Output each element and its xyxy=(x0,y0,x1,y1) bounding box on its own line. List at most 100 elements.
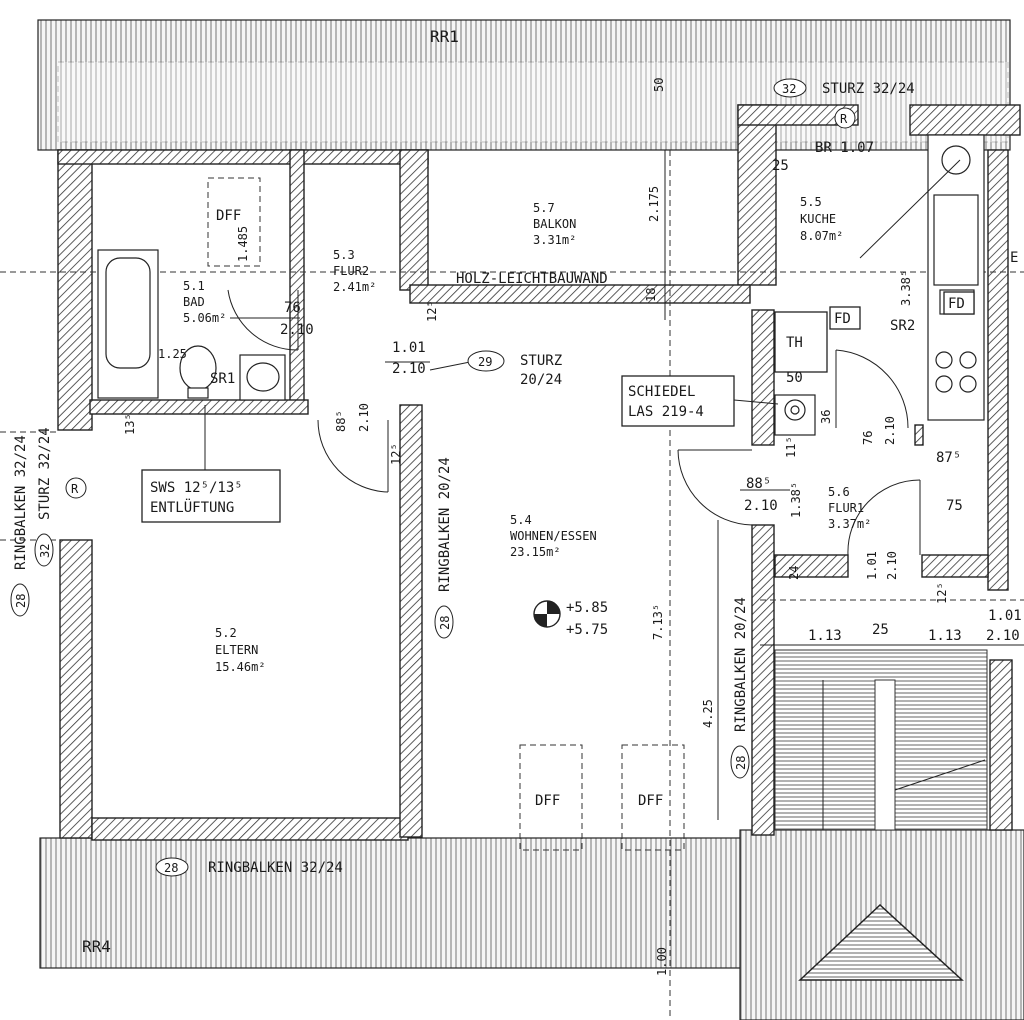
room-kueche: 5.5 KUCHE 8.07m² xyxy=(800,195,843,243)
ringbalken-bottom-tag: 28 RINGBALKEN 32/24 xyxy=(155,857,343,877)
svg-text:2.10: 2.10 xyxy=(357,403,371,432)
room-name: FLUR2 xyxy=(333,264,369,278)
washbasin xyxy=(239,354,286,401)
rr4-label: RR4 xyxy=(82,937,111,956)
svg-text:76: 76 xyxy=(861,431,875,445)
room-name: BALKON xyxy=(533,217,576,231)
skylight-label: DFF xyxy=(216,208,241,224)
svg-text:1.01: 1.01 xyxy=(988,608,1022,624)
svg-text:50: 50 xyxy=(786,370,803,386)
svg-text:88⁵: 88⁵ xyxy=(746,476,771,492)
svg-text:2.10: 2.10 xyxy=(744,498,778,514)
svg-text:SCHIEDEL: SCHIEDEL xyxy=(628,384,695,400)
svg-text:2.10: 2.10 xyxy=(280,322,314,338)
tag-text-2: 20/24 xyxy=(520,372,562,388)
kitchen-counter xyxy=(927,134,985,421)
room-wohnen: 5.4 WOHNEN/ESSEN 23.15m² xyxy=(510,513,597,559)
chimney xyxy=(774,394,816,436)
svg-text:76: 76 xyxy=(284,300,301,316)
svg-text:32: 32 xyxy=(38,544,52,558)
room-flur1: 5.6 FLUR1 3.37m² xyxy=(828,485,871,531)
stairs xyxy=(774,649,988,831)
sturz-mid-tag: 29 STURZ 20/24 xyxy=(467,350,562,388)
svg-text:R: R xyxy=(840,112,848,126)
svg-text:SWS 12⁵/13⁵: SWS 12⁵/13⁵ xyxy=(150,480,243,496)
ringbalken-right-tag: 28 RINGBALKEN 20/24 xyxy=(730,597,750,779)
th-marker: TH xyxy=(774,311,828,373)
skylight-label: DFF xyxy=(535,793,560,809)
cut-label: E xyxy=(1010,250,1018,266)
room-name: WOHNEN/ESSEN xyxy=(510,529,597,543)
roof-vent-triangle xyxy=(798,903,964,981)
br-label: BR 1.07 xyxy=(815,140,874,156)
dimension-text: 50 2.175 1.485 76 2.10 1.25 1.01 2.10 88… xyxy=(123,78,1022,976)
svg-text:RINGBALKEN 20/24: RINGBALKEN 20/24 xyxy=(437,457,453,592)
sr1-label: SR1 xyxy=(210,371,235,387)
svg-text:TH: TH xyxy=(786,335,803,351)
svg-text:FD: FD xyxy=(834,311,851,327)
svg-text:RINGBALKEN 32/24: RINGBALKEN 32/24 xyxy=(208,860,343,876)
svg-text:+5.85: +5.85 xyxy=(566,600,608,616)
room-number: 5.1 xyxy=(183,279,205,293)
room-number: 5.2 xyxy=(215,626,237,640)
room-name: ELTERN xyxy=(215,643,258,657)
svg-text:28: 28 xyxy=(14,594,28,608)
room-area: 3.37m² xyxy=(828,517,871,531)
svg-text:12⁵: 12⁵ xyxy=(425,300,439,322)
room-area: 5.06m² xyxy=(183,311,226,325)
fd-marker: FD xyxy=(829,306,861,330)
svg-text:1.13: 1.13 xyxy=(928,628,962,644)
room-number: 5.5 xyxy=(800,195,822,209)
svg-text:25: 25 xyxy=(772,158,789,174)
svg-text:RINGBALKEN 20/24: RINGBALKEN 20/24 xyxy=(733,597,749,732)
svg-text:1.00: 1.00 xyxy=(655,947,669,976)
skylight-label: DFF xyxy=(638,793,663,809)
room-eltern: 5.2 ELTERN 15.46m² xyxy=(215,626,266,674)
toilet xyxy=(179,345,217,399)
ringbalken-mid-tag: 28 RINGBALKEN 20/24 xyxy=(434,457,454,639)
svg-text:28: 28 xyxy=(164,861,178,875)
svg-text:12⁵: 12⁵ xyxy=(389,443,403,465)
svg-text:STURZ 32/24: STURZ 32/24 xyxy=(37,427,53,520)
tag-text: STURZ 32/24 xyxy=(822,81,915,97)
svg-text:7.13⁵: 7.13⁵ xyxy=(651,604,665,640)
sr2-label: SR2 xyxy=(890,318,915,334)
svg-text:2.10: 2.10 xyxy=(883,416,897,445)
svg-text:R: R xyxy=(71,482,79,496)
svg-text:87⁵: 87⁵ xyxy=(936,450,961,466)
ringbalken-left-tag: 28 RINGBALKEN 32/24 xyxy=(10,435,30,617)
room-name: BAD xyxy=(183,295,205,309)
holz-leichtbauwand-label: HOLZ-LEICHTBAUWAND xyxy=(456,271,608,287)
axis-lines xyxy=(0,150,1024,1020)
svg-text:88⁵: 88⁵ xyxy=(334,410,348,432)
svg-text:1.38⁵: 1.38⁵ xyxy=(789,482,803,518)
svg-text:ENTLÜFTUNG: ENTLÜFTUNG xyxy=(150,498,234,516)
svg-text:FD: FD xyxy=(948,296,965,312)
room-area: 23.15m² xyxy=(510,545,561,559)
r-marker-left: R xyxy=(65,477,87,499)
svg-text:2.10: 2.10 xyxy=(885,551,899,580)
schiedel-box: SCHIEDEL LAS 219-4 xyxy=(621,375,735,427)
svg-text:13⁵: 13⁵ xyxy=(123,413,137,435)
svg-text:18: 18 xyxy=(644,288,658,302)
sturz-left-tag: 32 STURZ 32/24 xyxy=(34,427,54,567)
svg-text:2.10: 2.10 xyxy=(986,628,1020,644)
svg-text:28: 28 xyxy=(438,616,452,630)
svg-text:24: 24 xyxy=(787,566,801,580)
rr1-label: RR1 xyxy=(430,27,459,46)
room-area: 2.41m² xyxy=(333,280,376,294)
skylights xyxy=(207,177,685,851)
svg-text:3.38⁵: 3.38⁵ xyxy=(899,270,913,306)
sturz-top-tag: 32 STURZ 32/24 xyxy=(773,78,915,98)
room-number: 5.4 xyxy=(510,513,532,527)
svg-text:11⁵: 11⁵ xyxy=(784,436,798,458)
room-bad: 5.1 BAD 5.06m² xyxy=(183,279,226,325)
tag-number: 29 xyxy=(478,355,492,369)
svg-text:1.01: 1.01 xyxy=(392,340,426,356)
svg-text:2.10: 2.10 xyxy=(392,361,426,377)
svg-text:12⁵: 12⁵ xyxy=(935,582,949,604)
svg-text:28: 28 xyxy=(734,756,748,770)
level-marker: +5.85 +5.75 xyxy=(533,600,608,638)
room-balkon: 5.7 BALKON 3.31m² xyxy=(533,201,576,247)
sws-box: SWS 12⁵/13⁵ ENTLÜFTUNG xyxy=(141,469,281,523)
